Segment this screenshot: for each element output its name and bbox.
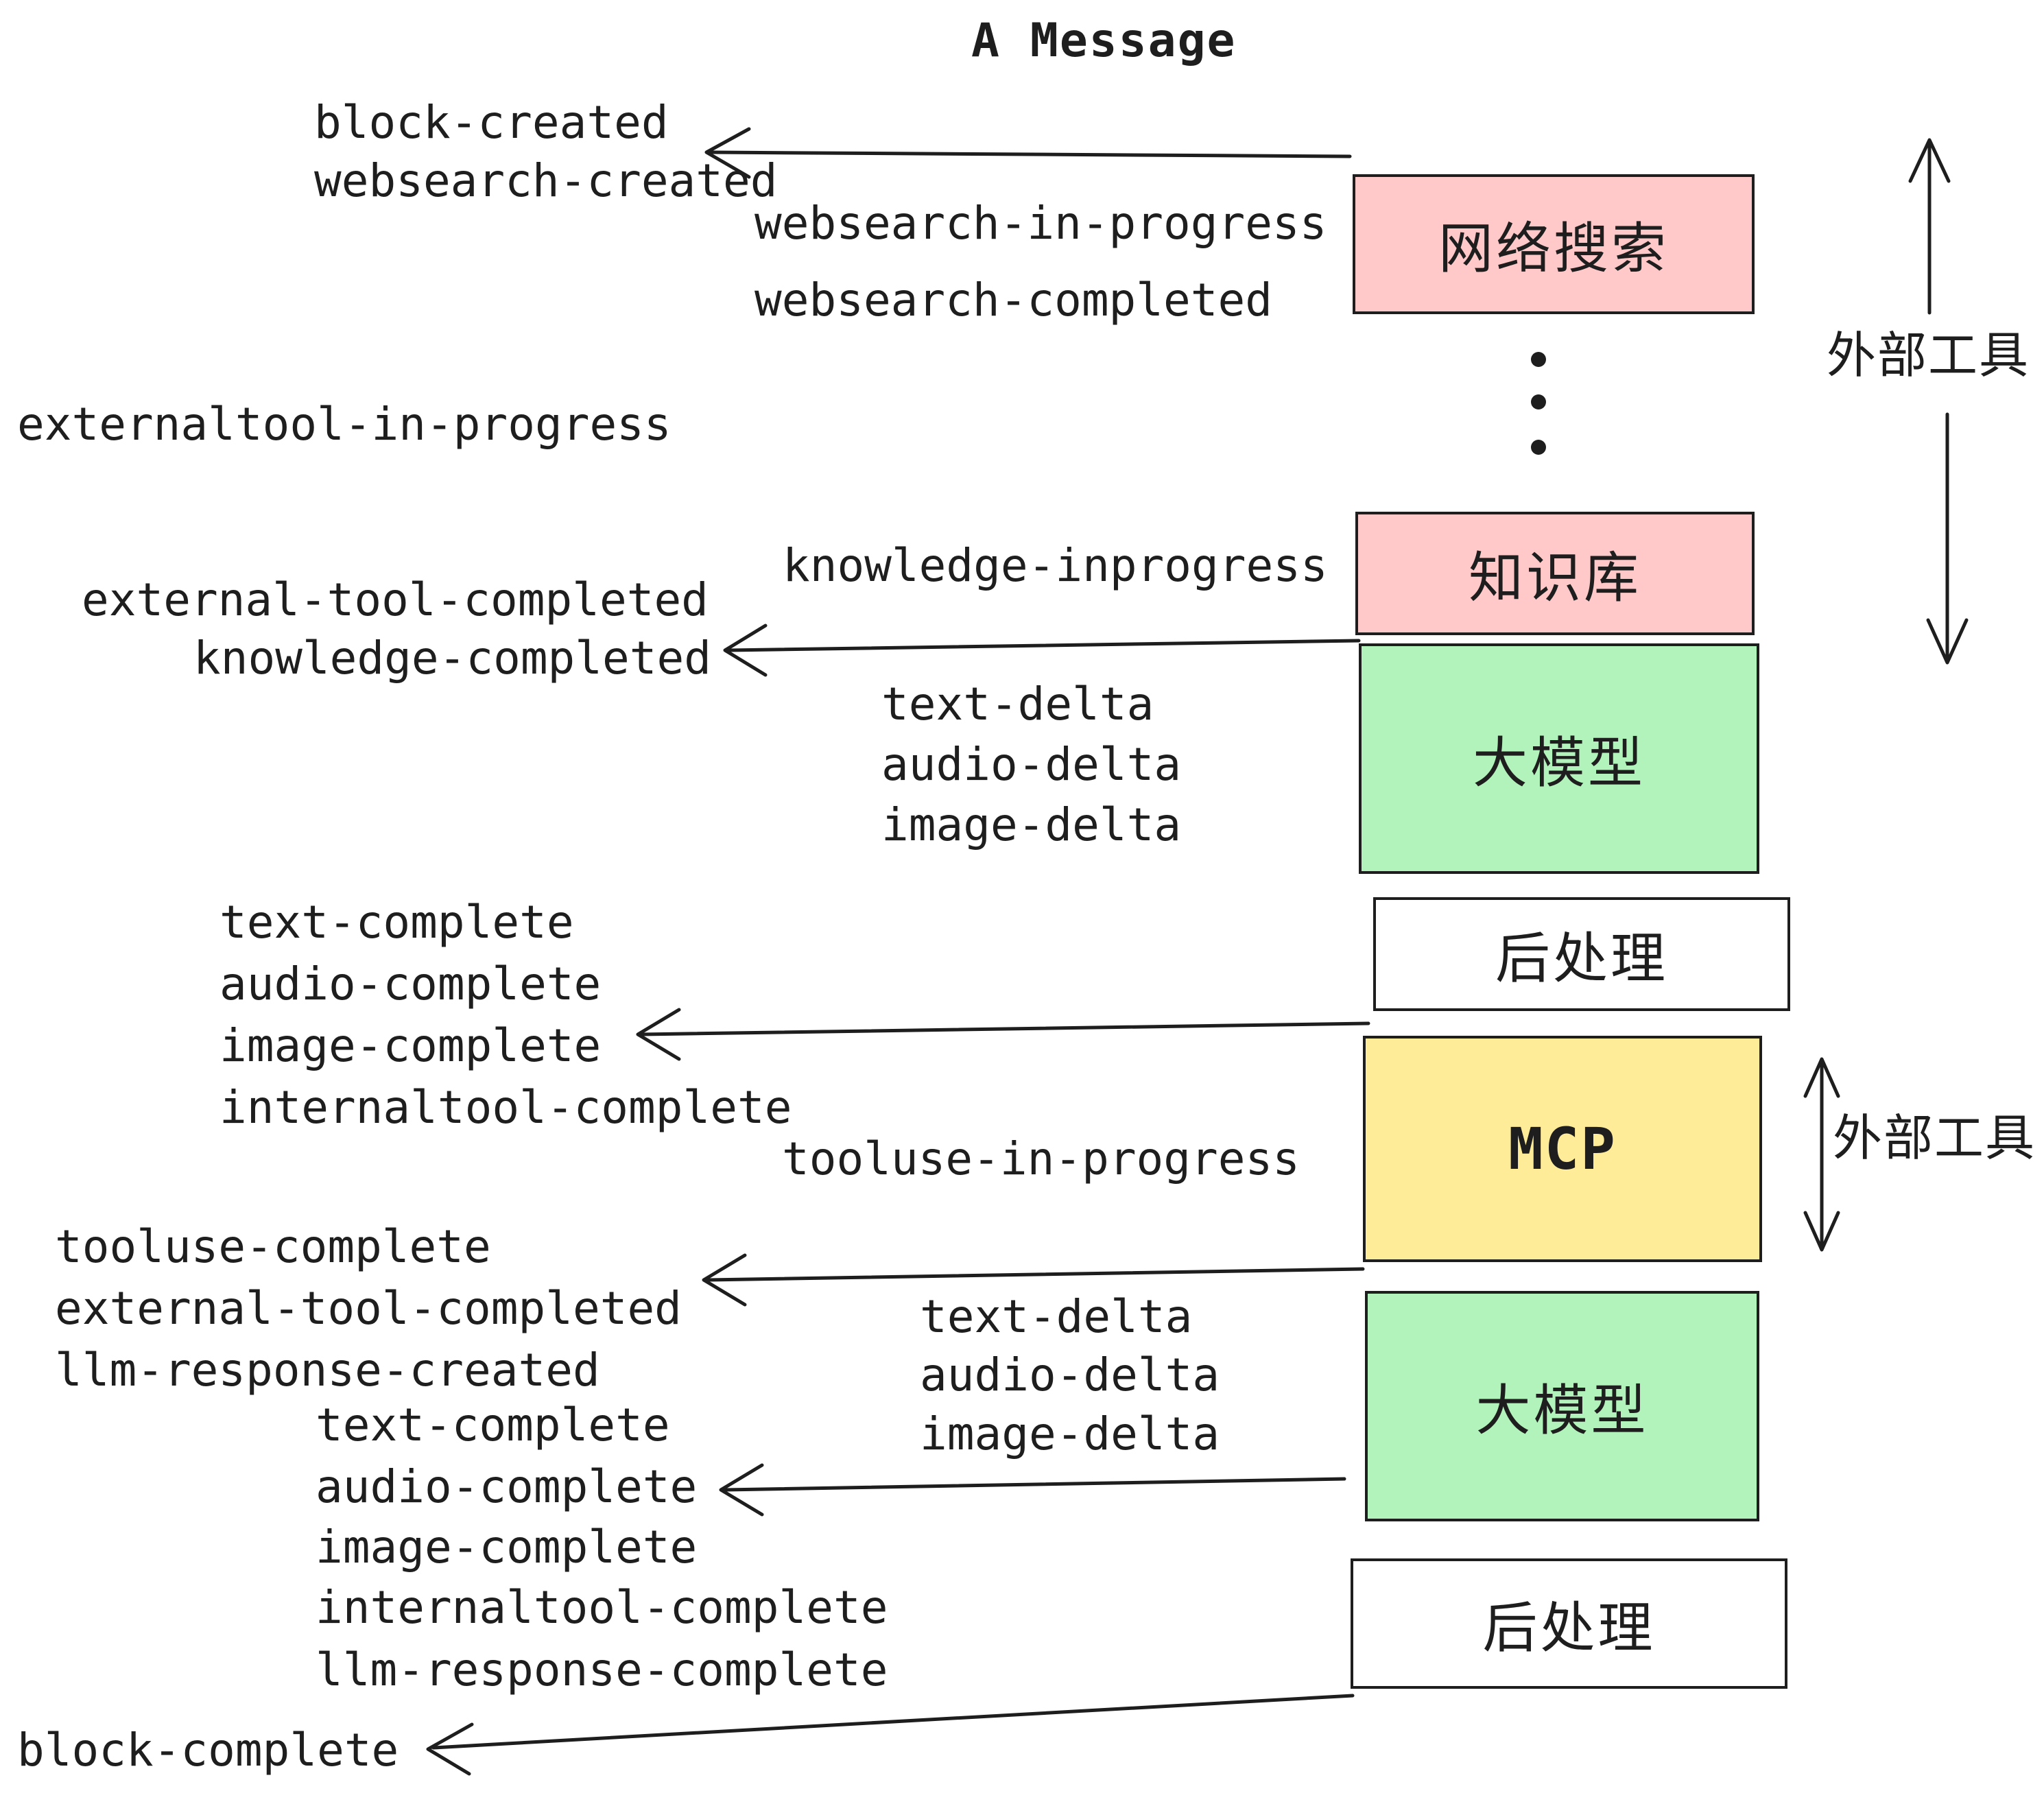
event-label-text-delta-1: text-delta [881,678,1154,731]
event-label-image-delta-2: image-delta [920,1408,1220,1460]
event-label-externaltool-in-progress: externaltool-in-progress [17,398,672,451]
mcp-box: MCP [1363,1036,1762,1262]
event-label-image-complete-1: image-complete [219,1019,602,1072]
event-label-knowledge-completed: knowledge-completed [193,632,711,685]
postprocess-box-bottom: 后处理 [1351,1558,1787,1689]
event-label-audio-delta-2: audio-delta [920,1349,1220,1401]
websearch-box: 网络搜索 [1353,174,1755,314]
event-label-external-tool-completed-2: external-tool-completed [55,1282,682,1335]
event-label-websearch-in-progress: websearch-in-progress [754,197,1327,250]
external-tool-down-arrow [1926,412,1969,665]
llm-box-top: 大模型 [1359,643,1759,874]
event-label-llm-response-complete: llm-response-complete [316,1643,888,1696]
event-label-block-complete: block-complete [17,1724,399,1777]
event-label-text-complete-2: text-complete [316,1399,670,1451]
arrow-to-audio-complete [719,1463,1346,1517]
event-label-internaltool-complete-2: internaltool-complete [316,1581,888,1634]
diagram-title: A Message [971,14,1237,68]
postprocess-box-top: 后处理 [1373,897,1790,1011]
event-label-internaltool-complete-1: internaltool-complete [219,1081,792,1134]
event-label-external-tool-completed-1: external-tool-completed [82,573,709,626]
arrow-to-tooluse-complete [702,1253,1365,1307]
event-label-knowledge-inprogress: knowledge-inprogress [783,539,1328,592]
external-tool-up-arrow [1908,138,1951,315]
event-label-block-created: block-created [314,96,669,149]
llm-box-bottom: 大模型 [1365,1291,1759,1521]
arrow-to-knowledge-completed [723,624,1361,677]
event-label-image-complete-2: image-complete [316,1521,698,1574]
event-label-llm-response-created: llm-response-created [55,1344,600,1397]
event-label-audio-complete-2: audio-complete [316,1460,698,1513]
event-label-audio-delta-1: audio-delta [881,738,1182,791]
arrow-to-websearch-created [704,127,1352,179]
event-label-websearch-completed: websearch-completed [754,274,1272,327]
event-label-websearch-created: websearch-created [314,154,778,207]
external-tool-label-mid: 外部工具 [1833,1111,2036,1166]
arrow-to-block-complete [426,1694,1355,1776]
vertical-ellipsis [1531,352,1546,455]
knowledge-base-box: 知识库 [1355,512,1755,635]
arrow-to-image-complete [636,1008,1370,1061]
event-label-audio-complete-1: audio-complete [219,958,602,1010]
external-tool-label-top: 外部工具 [1827,329,2030,383]
event-label-text-delta-2: text-delta [920,1290,1193,1343]
event-label-text-complete-1: text-complete [219,896,574,949]
event-label-tooluse-in-progress: tooluse-in-progress [782,1132,1300,1185]
event-label-image-delta-1: image-delta [881,798,1182,851]
mcp-external-tool-double-arrow [1803,1057,1840,1252]
event-label-tooluse-complete: tooluse-complete [55,1220,491,1273]
